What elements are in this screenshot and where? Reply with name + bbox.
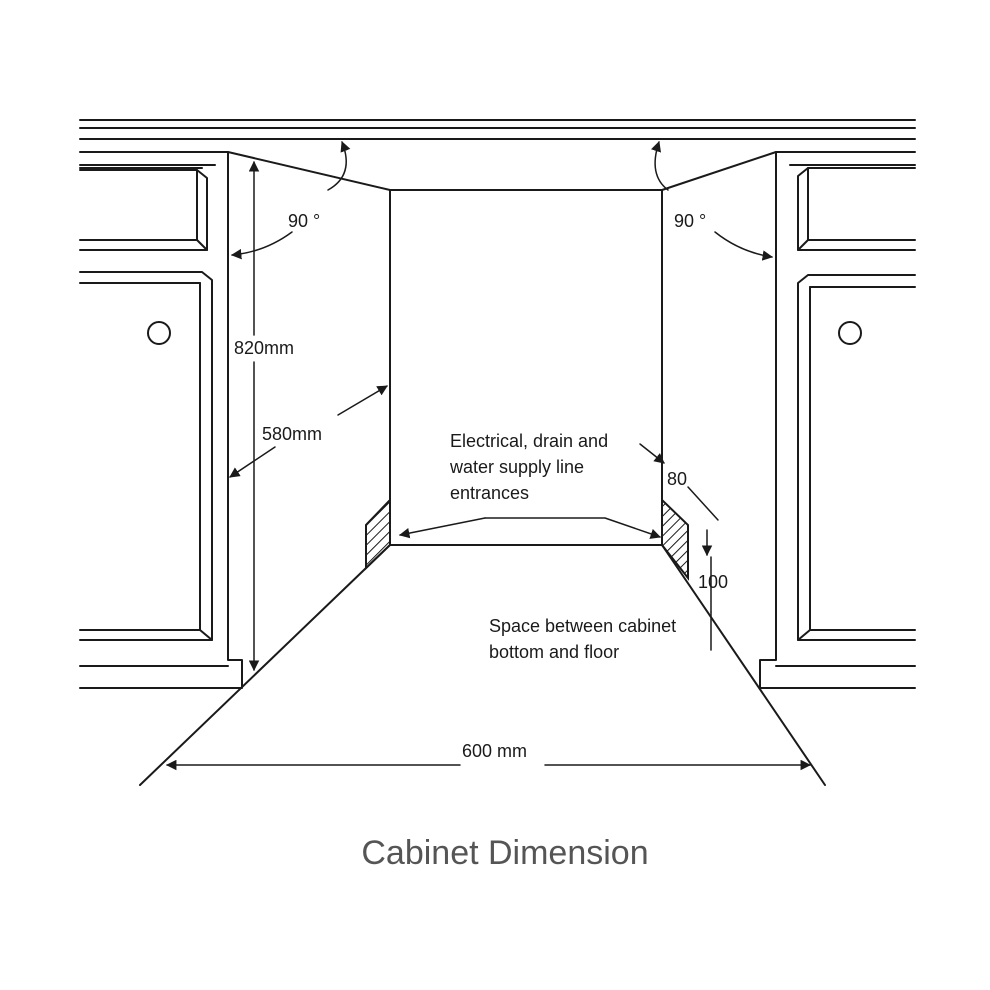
left-drawer <box>79 169 208 251</box>
dim-80-label: 80 <box>667 469 687 489</box>
right-cabinet <box>759 151 916 689</box>
cabinet-recess <box>139 151 826 786</box>
left-entrance-block <box>365 497 391 571</box>
depth-dimension <box>229 385 388 478</box>
entrance-pointers <box>398 443 665 539</box>
right-door-knob <box>838 321 862 345</box>
space-label-line1: Space between cabinet <box>489 616 676 636</box>
right-door <box>797 274 916 641</box>
height-label: 820mm <box>234 338 294 358</box>
entrances-label-line1: Electrical, drain and <box>450 431 608 451</box>
left-door-knob <box>147 321 171 345</box>
space-label-line2: bottom and floor <box>489 642 619 662</box>
floor-left-edge <box>139 544 391 786</box>
angle-right-indicator <box>651 141 774 261</box>
height-80-dimension <box>687 486 719 557</box>
right-drawer <box>797 167 916 251</box>
angle-right-label: 90 ° <box>674 211 706 231</box>
line-entrance-blocks <box>365 497 689 581</box>
floor-right-edge <box>661 544 826 786</box>
dim-100-label: 100 <box>698 572 728 592</box>
right-entrance-block <box>661 497 689 581</box>
diagram-caption: Cabinet Dimension <box>361 834 648 872</box>
entrances-label-line3: entrances <box>450 483 529 503</box>
left-door <box>79 271 213 641</box>
left-cabinet <box>79 151 243 689</box>
width-label: 600 mm <box>462 741 527 761</box>
angle-left-indicator <box>230 141 351 260</box>
angle-left-label: 90 ° <box>288 211 320 231</box>
depth-label: 580mm <box>262 424 322 444</box>
entrances-label-line2: water supply line <box>449 457 584 477</box>
countertop <box>79 119 916 140</box>
